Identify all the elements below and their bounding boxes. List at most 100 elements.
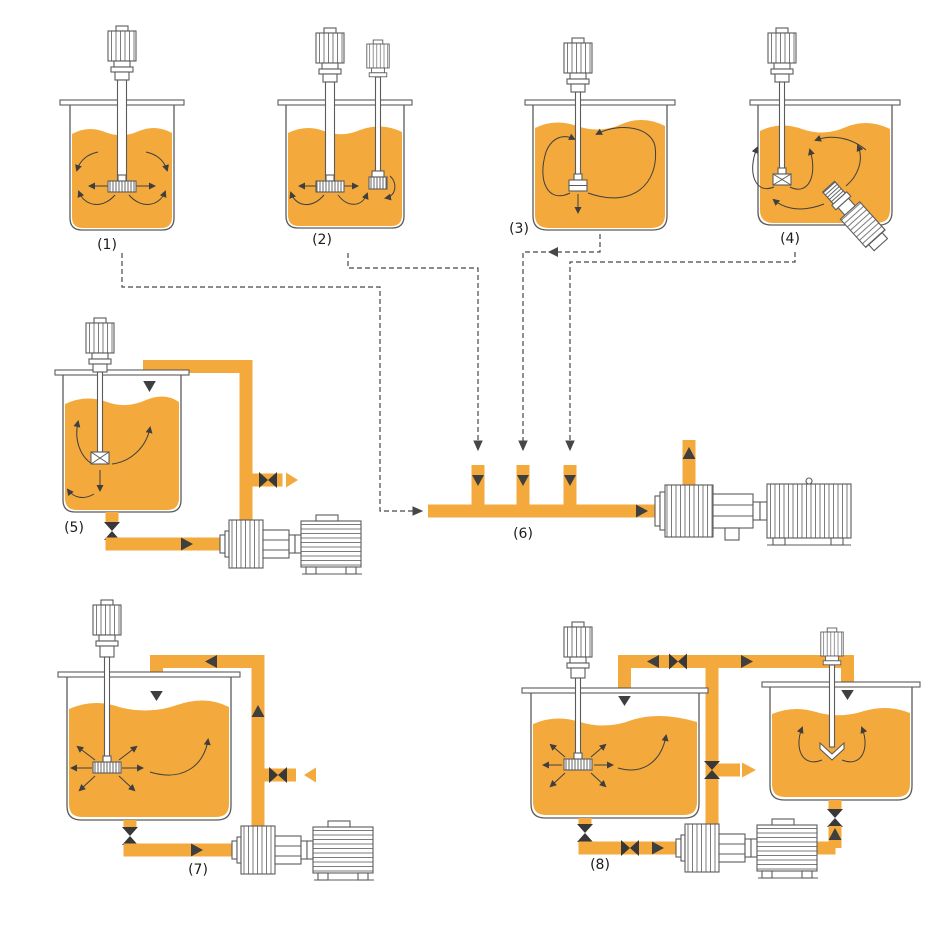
mixer-shaft: [574, 677, 582, 760]
flow-arrow: [549, 772, 566, 788]
config-5: (5): [54, 317, 363, 575]
flow-arrow: [337, 192, 369, 205]
down-arrow-icon: [841, 690, 854, 700]
left-mixer-motor-icon: [563, 621, 593, 669]
left-tank-liquid: [533, 715, 697, 815]
valve-icon: [827, 809, 843, 827]
coupling: [114, 71, 130, 81]
aux-motor-icon: [366, 39, 390, 78]
bottom-entry-mixer-icon: [821, 180, 889, 252]
config-7: (7): [57, 599, 375, 881]
left-outlet-pipe: [578, 818, 592, 826]
tank-rim: [524, 99, 676, 106]
config-3: (3): [509, 37, 676, 237]
down-arrow-icon: [150, 691, 163, 701]
outlet-pipe: [123, 820, 137, 829]
flow-arrow: [384, 175, 396, 201]
flow-arrow: [78, 775, 96, 792]
disc-impeller-icon: [92, 761, 122, 774]
config-8: (8): [521, 621, 921, 879]
riser-pipe: [251, 655, 265, 826]
disc-impeller-icon: [107, 180, 137, 193]
impeller-detail: [772, 173, 792, 186]
disc-impeller-icon: [315, 180, 345, 193]
tank-rim: [277, 99, 413, 106]
injection-arrow-icon: [304, 767, 316, 783]
tank-rim: [54, 369, 190, 376]
mixer-motor-icon: [563, 37, 593, 85]
dashed-mid-arrow-icon: [548, 247, 558, 257]
side-port-pipe: [718, 763, 740, 777]
down-arrow-icon: [517, 475, 529, 486]
high-shear-head-icon: [368, 176, 388, 190]
impeller-hub: [117, 174, 127, 182]
right-tank-rim: [761, 681, 921, 688]
mixer-shaft: [778, 81, 786, 175]
config-label-6: (6): [513, 526, 533, 542]
pump-icon: [675, 818, 819, 879]
coupling: [774, 73, 790, 83]
dashed-connector-2: [347, 253, 483, 452]
impeller-hub: [573, 173, 583, 181]
flow-arrow: [76, 745, 96, 761]
mixer-motor-icon: [92, 599, 122, 647]
flow-arrow: [66, 488, 95, 498]
disc-impeller-icon: [563, 758, 593, 771]
config-1: (1): [59, 25, 185, 253]
mixer-shaft: [103, 656, 111, 763]
flow-arrow: [751, 146, 775, 190]
flow-arrow: [118, 775, 136, 792]
down-arrow-icon: [143, 381, 156, 392]
coupling: [570, 83, 586, 93]
right-arrow-icon: [181, 537, 193, 551]
flow-arrow: [841, 726, 868, 763]
dashed-connector-3: [518, 234, 601, 452]
mixer-shaft: [324, 81, 336, 187]
left-arrow-icon: [205, 655, 217, 668]
coupling: [92, 363, 108, 373]
config-4: (4): [749, 27, 901, 252]
pump-icon: [219, 514, 363, 575]
config-6: (6): [428, 440, 852, 546]
coupling: [99, 645, 115, 658]
mixer-motor-icon: [315, 27, 345, 75]
flow-arrow: [796, 726, 823, 763]
aux-hub: [371, 170, 385, 178]
flow-arrow: [549, 743, 566, 758]
flow-arrow: [128, 190, 167, 205]
flow-arrow: [77, 190, 116, 205]
flow-arrow: [149, 738, 211, 776]
discharge-arrow-icon: [742, 762, 756, 778]
dashed-connector-1: [121, 253, 424, 516]
pump-icon: [231, 820, 375, 881]
down-arrow-icon: [564, 475, 576, 486]
flow-arrow: [814, 134, 867, 151]
aux-shaft: [374, 76, 382, 172]
inline-high-shear-mixer-icon: [654, 477, 852, 546]
mixer-motor-icon: [767, 27, 797, 75]
left-drop-pipe: [618, 655, 631, 697]
flow-arrow: [590, 772, 607, 788]
valve-icon: [122, 827, 138, 845]
mixer-motor-icon: [107, 25, 137, 73]
flow-arrow: [617, 734, 669, 771]
impeller-hub: [325, 174, 335, 182]
config-label-4: (4): [780, 231, 800, 247]
impeller-detail: [90, 451, 110, 465]
riser-pipe: [239, 360, 253, 520]
dashed-connectors: [121, 234, 796, 516]
config-label-7: (7): [188, 862, 208, 878]
config-2: (2): [277, 27, 413, 248]
impeller-hub: [777, 167, 787, 175]
flow-arrow: [845, 144, 864, 187]
tank-liquid: [65, 396, 179, 510]
config-label-5: (5): [64, 520, 84, 536]
mixer-shaft: [96, 371, 104, 453]
right-arrow-icon: [191, 843, 203, 857]
suction-pipe: [105, 537, 220, 551]
down-arrow-icon: [618, 696, 631, 706]
flow-arrow: [789, 148, 815, 190]
transfer-pipe: [618, 655, 854, 668]
